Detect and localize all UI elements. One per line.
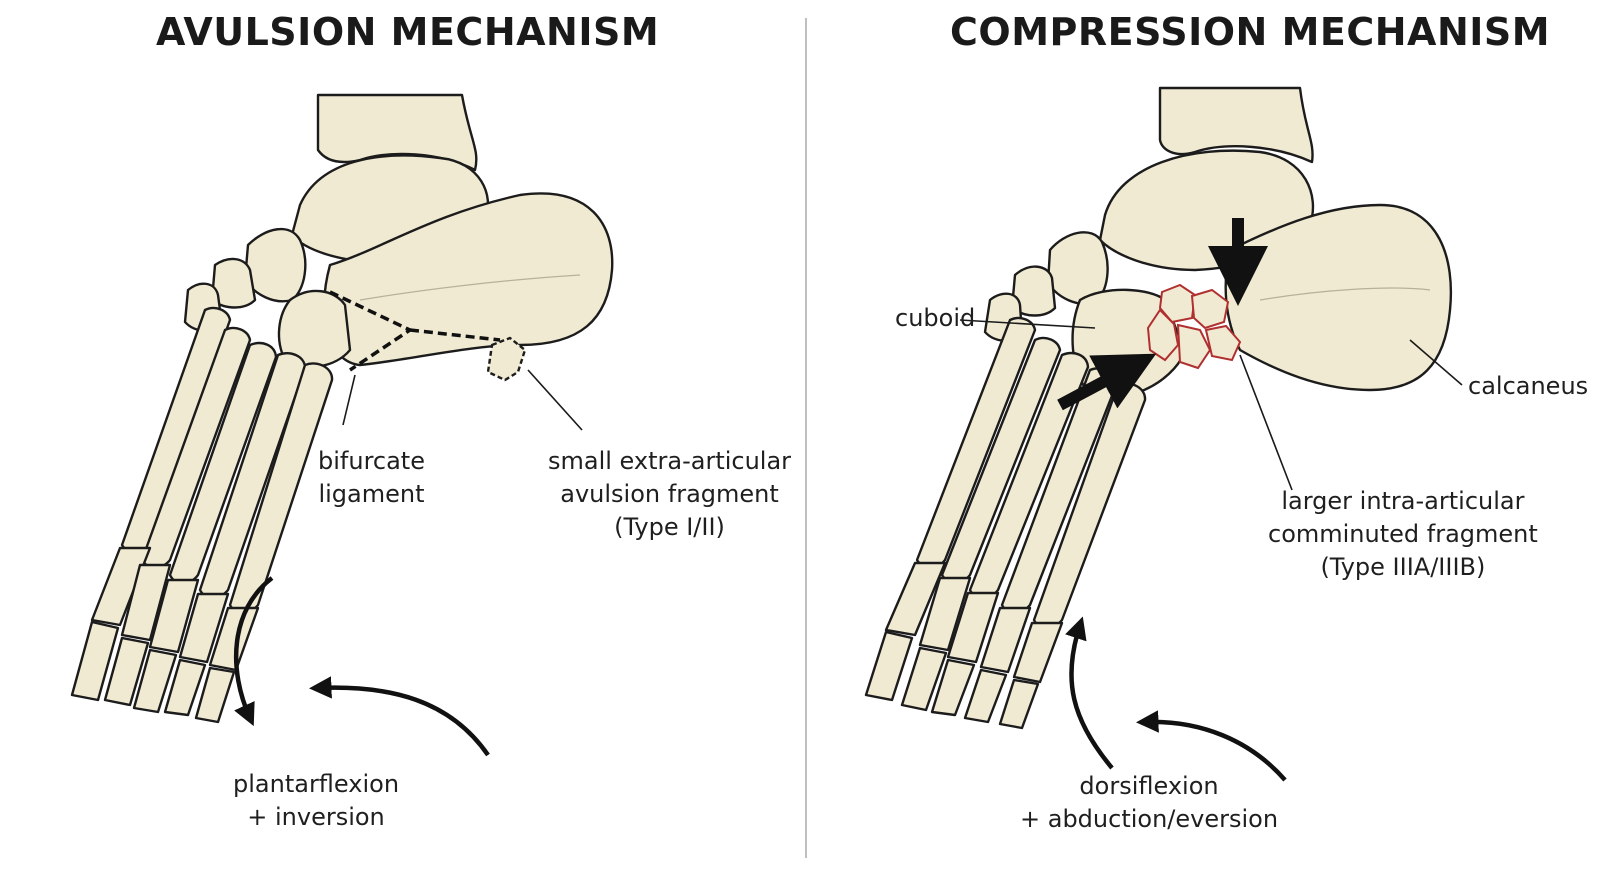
dorsiflexion-label: dorsiflexion + abduction/eversion [1020, 770, 1278, 836]
comminuted-fragment-line2: comminuted fragment [1268, 520, 1538, 548]
panel-divider [805, 18, 807, 858]
right-foot [864, 86, 1463, 782]
left-foot [70, 93, 614, 757]
left-navicular [243, 227, 307, 303]
avulsion-fragment-line2: avulsion fragment [560, 480, 779, 508]
bifurcate-ligament-label: bifurcate ligament [318, 445, 425, 511]
avulsion-title: AVULSION MECHANISM [156, 10, 660, 54]
cuboid-label: cuboid [895, 304, 976, 332]
right-comminuted-fragment [1146, 283, 1242, 370]
plantarflexion-line1: plantarflexion [233, 770, 400, 798]
right-navicular [1046, 231, 1109, 305]
plantarflexion-line2: + inversion [247, 803, 385, 831]
avulsion-fragment-line1: small extra-articular [548, 447, 792, 475]
right-tibia [1158, 86, 1314, 164]
right-calcaneus [1224, 203, 1452, 392]
comminuted-fragment-label: larger intra-articular comminuted fragme… [1268, 485, 1538, 584]
comminuted-fragment-line3: (Type IIIA/IIIB) [1320, 553, 1486, 581]
left-avulsion-fragment [486, 336, 527, 382]
compression-title: COMPRESSION MECHANISM [950, 10, 1551, 54]
bifurcate-label-line2: ligament [318, 480, 425, 508]
plantarflexion-label: plantarflexion + inversion [233, 768, 399, 834]
comminuted-fragment-line1: larger intra-articular [1281, 487, 1525, 515]
avulsion-fragment-label: small extra-articular avulsion fragment … [548, 445, 791, 544]
avulsion-fragment-line3: (Type I/II) [614, 513, 725, 541]
dorsiflexion-line1: dorsiflexion [1079, 772, 1219, 800]
bifurcate-label-line1: bifurcate [318, 447, 425, 475]
dorsiflexion-line2: + abduction/eversion [1020, 805, 1279, 833]
calcaneus-label: calcaneus [1468, 372, 1589, 400]
